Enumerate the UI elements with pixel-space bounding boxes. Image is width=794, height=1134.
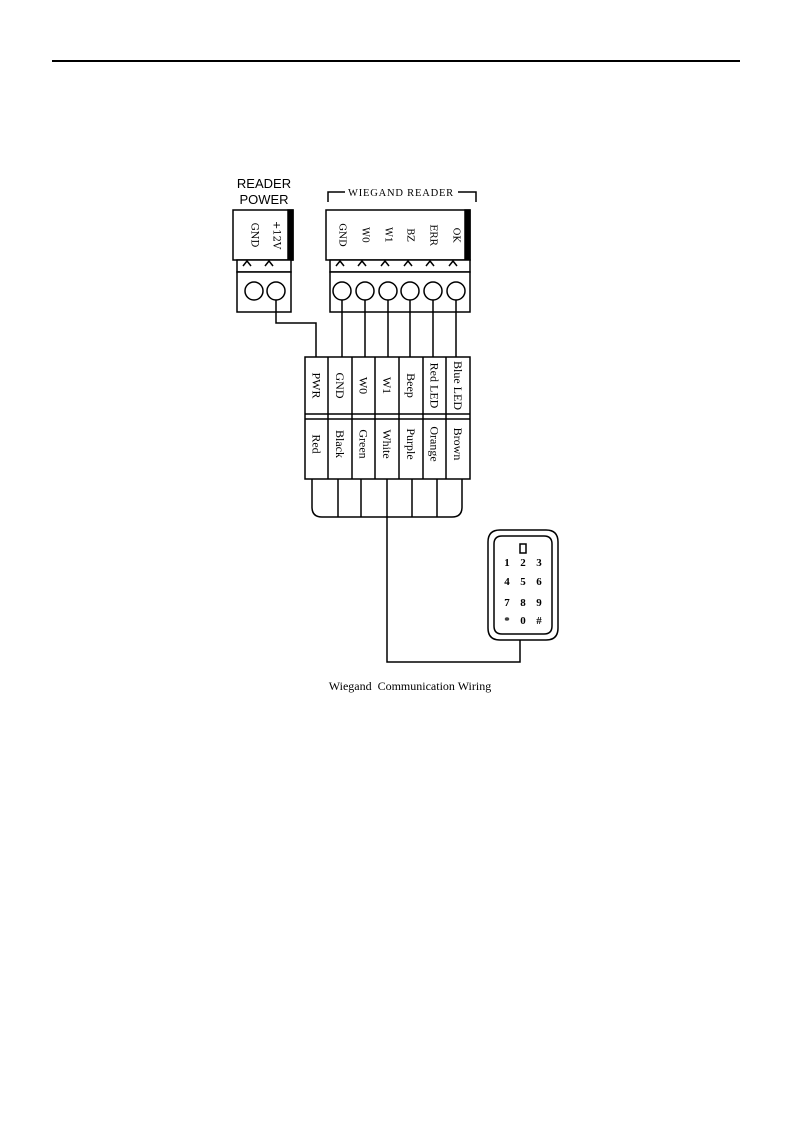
cable-signal-label: GND xyxy=(333,373,347,399)
keypad-key: 1 xyxy=(504,557,510,569)
keypad-key: # xyxy=(536,615,542,627)
diagram-caption: Wiegand Communication Wiring xyxy=(329,679,491,693)
reader-power-title-line1: READER xyxy=(237,176,291,191)
wiegand-pin-label: ERR xyxy=(428,224,439,246)
cable-color-label: Black xyxy=(333,430,347,458)
keypad-key: 5 xyxy=(520,576,526,588)
keypad-key: 8 xyxy=(520,597,526,609)
keypad-key: 3 xyxy=(536,557,542,569)
keypad-key: 9 xyxy=(536,597,542,609)
cable-signal-label: Beep xyxy=(404,373,418,398)
wiegand-reader-title: WIEGAND READER xyxy=(348,188,454,199)
wiegand-pin-label: W0 xyxy=(360,227,371,243)
cable-color-label: Purple xyxy=(404,428,418,459)
cable-color-label: White xyxy=(380,429,394,458)
cable-signal-label: Blue LED xyxy=(451,361,465,410)
cable-signal-label: W1 xyxy=(380,377,394,394)
cable-jacket xyxy=(312,479,462,517)
reader-power-pin-label: +12V xyxy=(271,221,282,250)
cable-signal-label: PWR xyxy=(310,372,324,398)
wiegand-pin-label: W1 xyxy=(383,227,394,243)
wiegand-pin-label: OK xyxy=(451,228,462,244)
cable-color-label: Orange xyxy=(428,426,442,461)
cable-signal-label: W0 xyxy=(357,377,371,394)
wiegand-pin-label: GND xyxy=(337,223,348,247)
cable-signal-label: Red LED xyxy=(428,363,442,409)
reader-power-pin-label: GND xyxy=(249,223,260,248)
keypad-key: 7 xyxy=(504,597,510,609)
reader-power-connector xyxy=(233,210,293,312)
cable-label-block xyxy=(305,357,470,479)
cable-color-label: Brown xyxy=(451,428,465,461)
keypad-key: * xyxy=(504,615,510,627)
keypad-key: 0 xyxy=(520,615,526,627)
cable-color-label: Red xyxy=(310,434,324,453)
keypad-key: 4 xyxy=(504,576,510,588)
cable-color-label: Green xyxy=(357,429,371,458)
keypad-key: 2 xyxy=(520,557,526,569)
reader-power-title-line2: POWER xyxy=(239,192,288,207)
wiegand-pin-label: BZ xyxy=(405,228,416,242)
keypad-key: 6 xyxy=(536,576,542,588)
